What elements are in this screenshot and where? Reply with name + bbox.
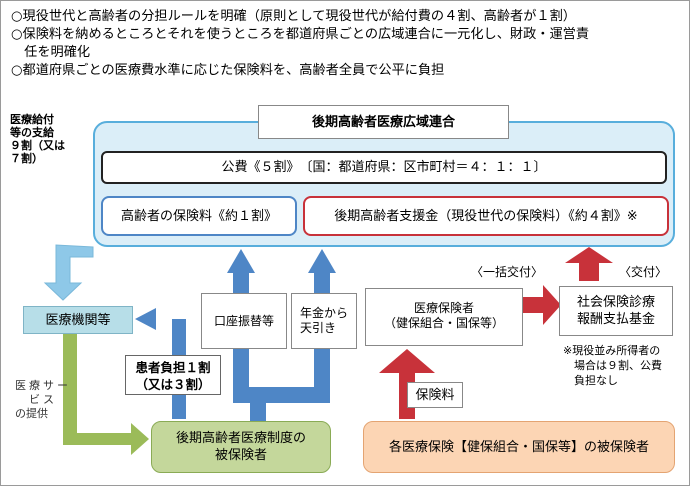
fund-line-1: 社会保険診療 [576, 295, 655, 310]
benefit-note: 医療給付 等の支給 ９割（又は ７割） [10, 113, 94, 165]
payment-fund-box: 社会保険診療 報酬支払基金 [559, 286, 673, 336]
headline-line-3: 任を明確化 [11, 45, 91, 60]
insured-elderly-line-1: 後期高齢者医療制度の [175, 431, 306, 446]
bank-transfer-arrowhead [227, 249, 255, 273]
copay-box: 患者負担１割 （又は３割） [125, 355, 221, 395]
medical-institution-box: 医療機関等 [23, 306, 133, 334]
insured-elderly-box: 後期高齢者医療制度の 被保険者 [151, 421, 331, 473]
premium-label-box: 保険料 [407, 382, 463, 408]
bank-transfer-box: 口座振替等 [201, 293, 287, 349]
headline-line-4: ○都道府県ごとの医療費水準に応じた保険料を、高齢者全員で公平に負担 [11, 63, 445, 78]
lump-sum-label: 〈一括交付〉 [471, 265, 544, 279]
footnote-line: 場合は９割、公費 [574, 359, 662, 372]
union-title: 後期高齢者医療広域連合 [258, 105, 509, 139]
grant-arrow [565, 247, 613, 281]
premium-route-stem [250, 401, 266, 421]
headline-line-1: ○現役世代と高齢者の分担ルールを明確（原則として現役世代が給付費の４割、高齢者が… [11, 9, 576, 24]
benefit-note-line: ９割（又は [10, 139, 65, 152]
benefit-note-line: 医療給付 [10, 113, 54, 126]
copay-line-2: （又は３割） [135, 377, 211, 392]
insurer-line-1: 医療保険者 [413, 301, 474, 315]
service-arrow [63, 334, 149, 455]
fund-line-2: 報酬支払基金 [576, 312, 655, 327]
support-fund-box: 後期高齢者支援金（現役世代の保険料）《約４割》※ [303, 196, 669, 236]
insurer-box: 医療保険者 （健保組合・国保等） [365, 288, 523, 346]
benefit-arrow [43, 244, 94, 301]
service-note-line: ビス [29, 393, 57, 406]
service-note-line: 医療サー [15, 379, 71, 392]
benefit-note-line: 等の支給 [10, 126, 54, 139]
headline-line-2: ○保険料を納めるところとそれを使うところを都道府県ごとの広域連合に一元化し、財政… [11, 27, 590, 42]
footnote-line: ※現役並み所得者の [563, 344, 661, 357]
premium-route-bar [233, 387, 330, 403]
pension-deduction-box: 年金から 天引き [291, 293, 357, 349]
benefit-note-line: ７割） [10, 152, 43, 165]
elderly-premium-box: 高齢者の保険料《約１割》 [101, 196, 297, 236]
service-note: 医療サー ビス の提供 [15, 379, 71, 421]
footnote-line: 負担なし [574, 374, 618, 387]
pension-line-1: 年金から [300, 306, 349, 320]
insured-general-box: 各医療保険【健保組合・国保等】の被保険者 [363, 421, 675, 473]
insured-elderly-line-2: 被保険者 [214, 448, 267, 463]
pension-arrowhead [308, 249, 336, 273]
grant-label: 〈交付〉 [619, 265, 668, 279]
copay-line-1: 患者負担１割 [135, 360, 211, 375]
lump-sum-arrow [523, 285, 561, 325]
insurer-line-2: （健保組合・国保等） [383, 316, 504, 330]
footnote: ※現役並み所得者の 場合は９割、公費 負担なし [563, 343, 662, 388]
pension-line-2: 天引き [300, 321, 337, 335]
service-note-line: の提供 [15, 407, 48, 420]
public-fund-box: 公費《５割》 〔国：都道府県：区市町村＝４：１：１〕 [101, 151, 667, 184]
